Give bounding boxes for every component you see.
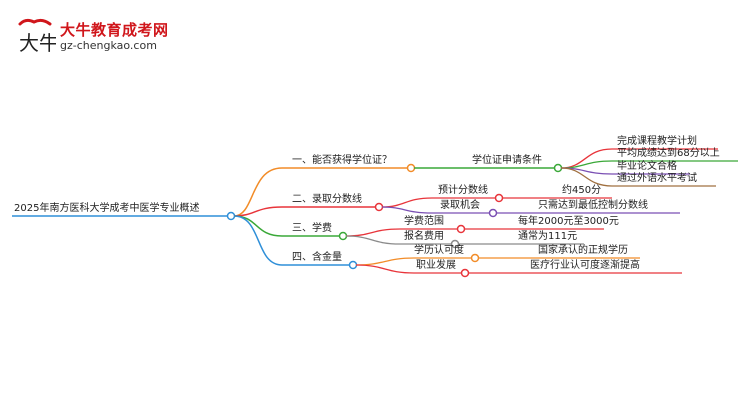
branch-degree: 一、能否获得学位证？ xyxy=(292,155,392,166)
branch-value: 四、含金量 xyxy=(292,252,342,263)
admission-chance-label: 录取机会 xyxy=(440,200,480,211)
branch-tuition: 三、学费 xyxy=(292,223,332,234)
degree-condition-leaf: 毕业论文合格 xyxy=(617,161,677,172)
degree-condition-leaf: 平均成绩达到68分以上 xyxy=(617,148,720,159)
site-url: gz-chengkao.com xyxy=(60,39,157,52)
career-label: 职业发展 xyxy=(416,260,456,271)
degree-conditions-node: 学位证申请条件 xyxy=(472,155,542,166)
tuition-range-label: 学费范围 xyxy=(404,216,444,227)
ox-logo-icon: 大牛 xyxy=(18,18,56,55)
career-value: 医疗行业认可度逐渐提高 xyxy=(530,260,640,271)
tuition-range-value: 每年2000元至3000元 xyxy=(518,216,619,227)
recognition-label: 学历认可度 xyxy=(414,245,464,256)
registration-fee-value: 通常为111元 xyxy=(518,231,578,242)
degree-condition-leaf: 通过外语水平考试 xyxy=(617,173,697,184)
svg-text:大牛: 大牛 xyxy=(19,31,56,55)
site-title: 大牛教育成考网 xyxy=(60,21,169,39)
expected-score-label: 预计分数线 xyxy=(438,185,488,196)
degree-condition-leaf: 完成课程教学计划 xyxy=(617,136,697,147)
admission-chance-value: 只需达到最低控制分数线 xyxy=(538,200,648,211)
mindmap-root: 2025年南方医科大学成考中医学专业概述 xyxy=(14,203,200,214)
branch-admission-score: 二、录取分数线 xyxy=(292,194,362,205)
registration-fee-label: 报名费用 xyxy=(404,231,444,242)
site-logo[interactable]: 大牛 大牛教育成考网 gz-chengkao.com xyxy=(14,16,168,60)
expected-score-value: 约450分 xyxy=(562,185,602,196)
recognition-value: 国家承认的正规学历 xyxy=(538,245,628,256)
